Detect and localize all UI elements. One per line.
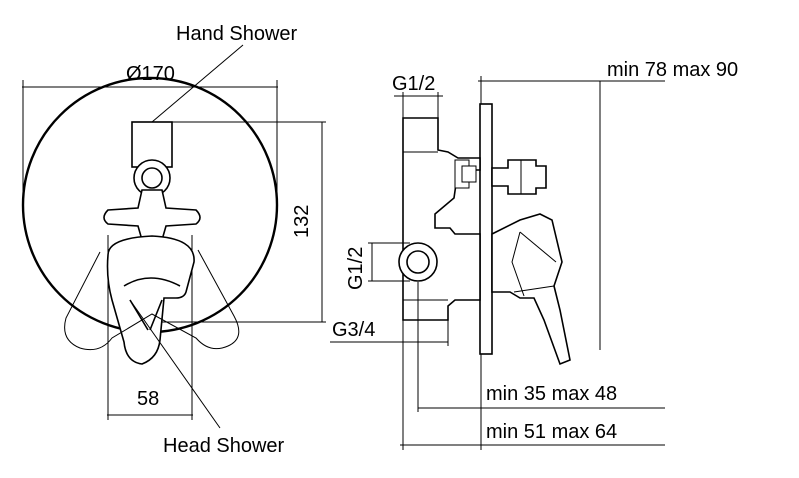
side-outlet-inner	[406, 250, 430, 274]
side-wall-plate	[479, 103, 493, 355]
lever-rotation-outline	[64, 249, 240, 351]
mixer-lever-body	[106, 235, 195, 365]
side-view: G1/2 G1/2 G3/4 min 78 max 90 min 35 max …	[330, 59, 738, 450]
side-thread-label: G1/2	[345, 247, 367, 290]
width-label: 58	[137, 388, 159, 410]
cross-handle	[103, 189, 201, 241]
hand-shower-leader	[151, 44, 244, 123]
height-label: 132	[291, 205, 313, 238]
overall-depth-label: min 78 max 90	[607, 59, 738, 81]
diameter-label: Ø170	[126, 63, 175, 85]
base-depth-label: min 51 max 64	[486, 421, 617, 443]
head-shower-leader	[129, 299, 221, 429]
valve-body	[402, 117, 481, 321]
bottom-thread-label: G3/4	[332, 319, 375, 341]
top-thread-label: G1/2	[392, 73, 435, 95]
front-view: Hand Shower Ø170 132 58 Head Shower	[21, 23, 326, 457]
diverter-knob-inner	[141, 167, 163, 189]
diverter-stem	[491, 159, 547, 195]
hand-shower-label: Hand Shower	[176, 23, 298, 45]
mid-depth-label: min 35 max 48	[486, 383, 617, 405]
head-shower-label: Head Shower	[163, 435, 285, 457]
